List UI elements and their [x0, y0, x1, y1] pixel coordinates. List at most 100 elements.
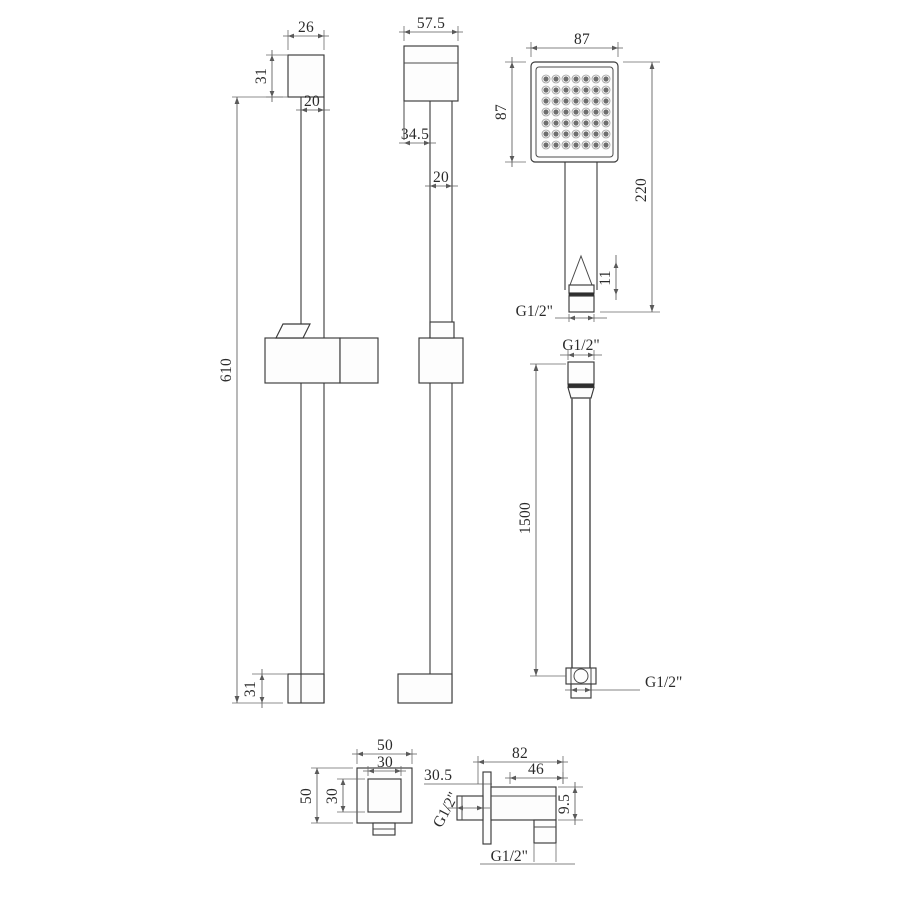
dim-label-31-top: 31 — [253, 68, 270, 84]
arrow-31bot-up — [259, 674, 265, 680]
arrow-30w-right — [395, 768, 401, 774]
dim-label-87-height: 87 — [493, 104, 510, 120]
view-wall-outlet-front: 50 30 50 30 — [298, 737, 417, 836]
arrow-g-hosebottom-left — [571, 687, 577, 693]
view-rail-side: 57.5 34.5 20 — [397, 15, 464, 704]
arrow-95-bottom — [572, 814, 578, 820]
handset-connector-band-1 — [568, 284, 595, 294]
nozzle-row — [541, 96, 611, 106]
arrow-30h-top — [340, 779, 346, 785]
arrow-87w-left — [531, 45, 537, 51]
arrow-31top-down — [269, 91, 275, 97]
hose-top-collar — [567, 386, 595, 399]
arrow-50w-right — [406, 751, 412, 757]
view-rail-front: 26 31 20 610 31 — [218, 19, 379, 708]
nozzle-row — [541, 129, 611, 139]
arrow-31bot-down — [259, 697, 265, 703]
dim-label-31-bottom: 31 — [242, 681, 259, 697]
arrow-82-right — [557, 759, 563, 765]
arrow-1500-top — [533, 364, 539, 371]
arrow-20side-right — [446, 183, 452, 189]
arrow-26-right — [318, 33, 324, 39]
arrow-575-right — [452, 29, 458, 35]
hose-bottom-nut-circle — [573, 668, 589, 684]
dim-label-50-height: 50 — [298, 788, 315, 804]
dim-label-30-width: 30 — [377, 754, 393, 771]
dim-label-30-5: 30.5 — [424, 767, 452, 784]
dim-label-34-5: 34.5 — [401, 126, 429, 143]
thread-label-hose-top: G1/2" — [562, 337, 599, 354]
nozzle-row — [541, 74, 611, 84]
view-handset: G1/2" 87 87 220 11 — [493, 31, 660, 322]
arrow-610-bottom — [234, 696, 240, 703]
hose-top-nut — [567, 361, 595, 385]
dim-label-220: 220 — [633, 178, 650, 202]
rail-slider-lever — [275, 323, 311, 339]
arrow-20side-left — [430, 183, 436, 189]
nozzle-row — [541, 118, 611, 128]
arrow-220-top — [649, 62, 655, 69]
arrow-20front-left — [301, 107, 307, 113]
arrow-82-left — [478, 759, 484, 765]
arrow-30h-bottom — [340, 806, 346, 812]
arrow-g-hosetop-left — [568, 352, 574, 358]
dim-label-610: 610 — [218, 358, 235, 382]
rail-slider-body-right — [339, 337, 379, 384]
arrow-50w-left — [357, 751, 363, 757]
arrow-345-right — [424, 140, 430, 146]
nozzle-row — [541, 140, 611, 150]
dim-label-46: 46 — [528, 761, 544, 778]
rail-top-bracket — [287, 54, 325, 98]
handset-head-inner — [535, 66, 614, 158]
arrow-11-top — [613, 262, 619, 268]
arrow-87h-top — [509, 62, 515, 68]
rail-side-slider-neck — [429, 321, 455, 339]
arrow-g-hosetop-right — [588, 352, 594, 358]
handset-nozzle-grid — [541, 74, 611, 150]
arrow-50h-bottom — [314, 817, 320, 823]
arrow-g-outlet-in-right — [477, 805, 483, 811]
rail-bottom-bracket — [287, 673, 325, 704]
dim-label-30-height: 30 — [324, 788, 341, 804]
dim-label-26: 26 — [298, 19, 314, 36]
arrow-46-right — [557, 775, 563, 781]
dim-label-20-front: 20 — [304, 93, 320, 110]
dim-label-87-width: 87 — [574, 31, 590, 48]
thread-label-hose-bottom: G1/2" — [645, 674, 682, 691]
arrow-46-left — [510, 775, 516, 781]
arrow-g-handset-left — [569, 315, 575, 321]
arrow-g-outlet-in-left — [457, 805, 463, 811]
thread-label-outlet-outlet: G1/2" — [491, 848, 528, 865]
thread-label-handset: G1/2" — [516, 303, 553, 320]
arrow-g-hosebottom-right — [585, 687, 591, 693]
arrow-87h-bottom — [509, 156, 515, 162]
arrow-31top-up — [269, 55, 275, 61]
arrow-11-bottom — [613, 289, 619, 295]
handset-internal-cone — [569, 254, 593, 286]
arrow-30w-left — [368, 768, 374, 774]
handset-connector-band-2 — [568, 295, 595, 313]
dim-label-11: 11 — [597, 270, 614, 286]
rail-slider-body-left — [264, 337, 341, 384]
rail-side-bottom-bracket — [397, 673, 453, 704]
arrow-575-left — [404, 29, 410, 35]
hose-bottom-spigot — [570, 683, 592, 699]
dim-label-82: 82 — [512, 745, 528, 762]
outlet-front-body — [367, 778, 402, 813]
view-wall-outlet-side: 82 46 30.5 G1/2" 9.5 — [424, 745, 583, 865]
arrow-345-left — [404, 140, 410, 146]
arrow-1500-bottom — [533, 669, 539, 676]
arrow-95-top — [572, 787, 578, 793]
arrow-26-left — [288, 33, 294, 39]
nozzle-row — [541, 85, 611, 95]
dim-label-9-5: 9.5 — [556, 794, 573, 814]
arrow-220-bottom — [649, 305, 655, 312]
arrow-20front-right — [318, 107, 324, 113]
view-hose: G1/2" 1500 G1/2" — [517, 337, 682, 699]
dim-label-20-side: 20 — [433, 169, 449, 186]
rail-side-top-bracket — [403, 45, 459, 102]
rail-side-slider-body — [418, 337, 464, 384]
outlet-side-body — [490, 786, 557, 821]
